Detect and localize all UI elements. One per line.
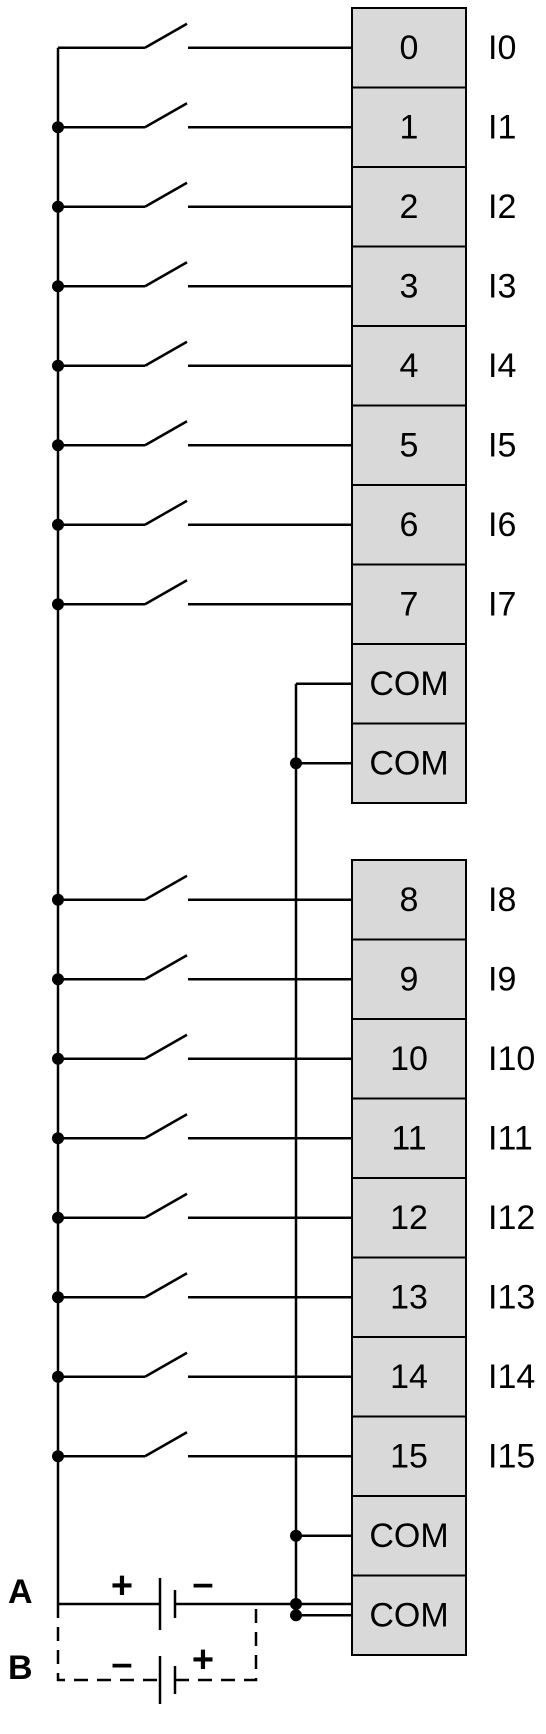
input-label: I10	[488, 1040, 535, 1078]
terminal-box	[351, 245, 467, 327]
terminal-label: COM	[369, 1517, 448, 1555]
input-label: I12	[488, 1199, 535, 1237]
supply-b-dashed-wire-right	[175, 1604, 258, 1682]
terminal-label: COM	[369, 744, 448, 782]
terminal-box	[351, 1177, 467, 1259]
supply-b-dashed-wire-left	[56, 1604, 160, 1682]
input-label: I14	[488, 1358, 535, 1396]
terminal-label: 4	[400, 347, 419, 385]
junction-dot	[290, 1529, 302, 1542]
terminal-label: 0	[400, 29, 419, 67]
wires	[52, 22, 352, 1622]
terminal-label: 3	[400, 267, 419, 305]
terminal-box	[351, 1336, 467, 1418]
terminal-box	[351, 563, 467, 645]
supply-b-right-sign: +	[192, 1639, 214, 1681]
supply-option-b-letter: B	[8, 1649, 33, 1687]
input-label: I8	[488, 881, 516, 919]
switch-contact	[144, 340, 188, 367]
terminal-label: 10	[390, 1040, 428, 1078]
terminal-label: 9	[400, 960, 419, 998]
terminal-label: 12	[390, 1199, 428, 1237]
switch-contact	[144, 874, 188, 901]
input-label: I1	[488, 108, 516, 146]
switch-contact	[144, 499, 188, 526]
terminal-box	[351, 325, 467, 407]
power-supply: A + – B – +	[8, 1563, 352, 1704]
input-label: I2	[488, 188, 516, 226]
terminal-box	[351, 1097, 467, 1179]
terminal-label: 7	[400, 585, 419, 623]
switch-contact	[144, 420, 188, 447]
junction-dot	[290, 757, 302, 770]
terminal-box	[351, 859, 467, 941]
terminal-box	[351, 166, 467, 248]
input-label: I11	[488, 1119, 533, 1157]
terminal-label: COM	[369, 1596, 448, 1634]
switch-contact	[144, 954, 188, 981]
terminal-box	[351, 1495, 467, 1577]
terminal-label: 6	[400, 506, 419, 544]
input-label: I5	[488, 426, 516, 464]
terminal-box	[351, 722, 467, 804]
input-label: I9	[488, 960, 516, 998]
terminal-box	[351, 1574, 467, 1656]
switch-contact	[144, 181, 188, 208]
terminal-label: 1	[400, 108, 419, 146]
input-label: I13	[488, 1278, 535, 1316]
junction-dot	[290, 1609, 302, 1622]
terminal-label: COM	[369, 665, 448, 703]
switch-contact	[144, 261, 188, 288]
switch-contact	[144, 1113, 188, 1140]
terminal-box	[351, 1018, 467, 1100]
switch-contact	[144, 1272, 188, 1299]
supply-a-right-sign: –	[192, 1563, 213, 1605]
supply-option-a-letter: A	[8, 1573, 33, 1611]
supply-b-left-sign: –	[111, 1643, 132, 1685]
supply-a-left-sign: +	[111, 1565, 133, 1607]
input-label: I15	[488, 1437, 535, 1475]
terminal-label: 8	[400, 881, 419, 919]
switch-contact	[144, 1431, 188, 1458]
terminal-label: 14	[390, 1358, 428, 1396]
input-label: I6	[488, 506, 516, 544]
switch-contact	[144, 1033, 188, 1060]
terminal-label: 15	[390, 1437, 428, 1475]
input-label: I0	[488, 29, 516, 67]
terminal-box	[351, 404, 467, 486]
terminal-label: 13	[390, 1278, 428, 1316]
terminal-label: 5	[400, 426, 419, 464]
switch-contact	[144, 22, 188, 49]
terminal-box	[351, 86, 467, 168]
terminal-box	[351, 938, 467, 1020]
input-label: I4	[488, 347, 516, 385]
input-label: I3	[488, 267, 516, 305]
switch-contact	[144, 1351, 188, 1378]
switch-contact	[144, 579, 188, 606]
input-label: I7	[488, 585, 516, 623]
terminal-box	[351, 7, 467, 89]
terminal-box	[351, 643, 467, 725]
terminal-label: 11	[391, 1119, 426, 1157]
switch-contact	[144, 1192, 188, 1219]
switch-contact	[144, 102, 188, 129]
terminal-label: 2	[400, 188, 419, 226]
